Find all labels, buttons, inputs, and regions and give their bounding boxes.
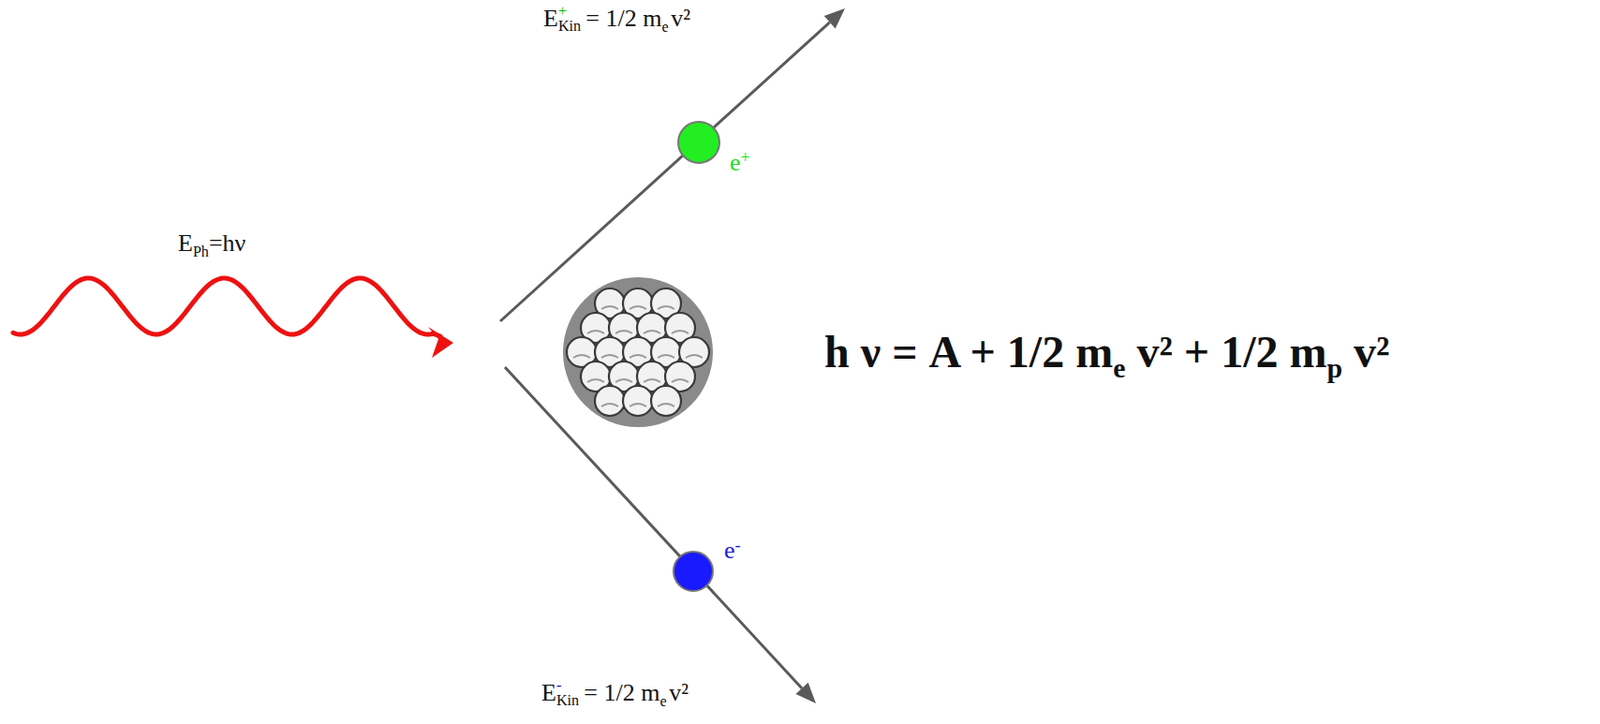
label-text: + [740,148,751,167]
nucleon [622,385,653,416]
label-text: - [735,535,741,555]
label-text: =hν [208,229,246,257]
nucleon [651,385,682,416]
nucleon-shade [657,355,675,358]
script-stack: +Kin [558,3,581,34]
label-text: Ph [192,243,209,260]
nucleon-shade [629,403,647,407]
label-text: e [729,148,741,177]
nucleus [562,277,713,428]
label-text: v² + 1/2 m [1136,326,1327,377]
label-text: e [661,18,668,35]
nucleon-shade [615,379,633,383]
nucleon-shade [587,379,605,383]
electron-track [504,367,802,689]
label-text: h ν = A + 1/2 m [824,326,1113,377]
nucleon-shade [629,306,647,310]
nucleon [594,385,625,416]
label-text: e [724,536,736,564]
positron-energy: E+Kin= 1/2 mev² [543,3,691,37]
label-text: e [659,693,667,710]
nucleon-shade [587,330,605,334]
nucleon-shade [573,355,591,358]
photon-energy: EPh=hν [177,228,246,262]
arrow-head [796,682,817,704]
nucleon-shade [601,306,619,310]
nucleon-shade [643,330,661,334]
nucleon-shade [601,355,619,358]
electron-label: e- [724,535,741,565]
nucleon-shade [601,403,619,407]
positron-label: e+ [729,148,751,178]
electron-dot [673,551,713,592]
label-text: E [541,679,557,707]
arrow-head [428,326,454,358]
photon-wave [13,278,441,337]
label-text: - [556,678,579,694]
label-text: = 1/2 m [583,679,660,707]
nucleon-shade [671,330,689,334]
arrow-head [824,8,845,30]
label-text: E [543,4,559,32]
label-text: e [1112,352,1126,384]
label-text: v² [668,679,689,707]
label-text: p [1326,352,1343,384]
nucleon-shade [657,306,675,310]
label-text: v² [670,4,691,32]
nucleon-shade [671,379,689,383]
label-text: v² [1353,326,1390,377]
nucleon-shade [643,379,661,383]
script-stack: -Kin [556,678,579,709]
label-text: + [558,3,581,19]
nucleon-shade [629,355,647,358]
nucleon-shade [615,330,633,334]
label-text: = 1/2 m [585,4,662,32]
positron-dot [678,121,720,163]
label-text: Kin [558,18,581,34]
label-text: E [177,229,193,257]
label-text: Kin [556,693,579,709]
nucleon-shade [685,355,703,358]
electron-energy: E-Kin= 1/2 mev² [541,678,689,712]
nucleon-shade [657,403,675,407]
nucleus-core [562,277,713,428]
positron-track [500,22,830,322]
energy-equation: h ν = A + 1/2 me v² + 1/2 mp v² [824,325,1390,385]
